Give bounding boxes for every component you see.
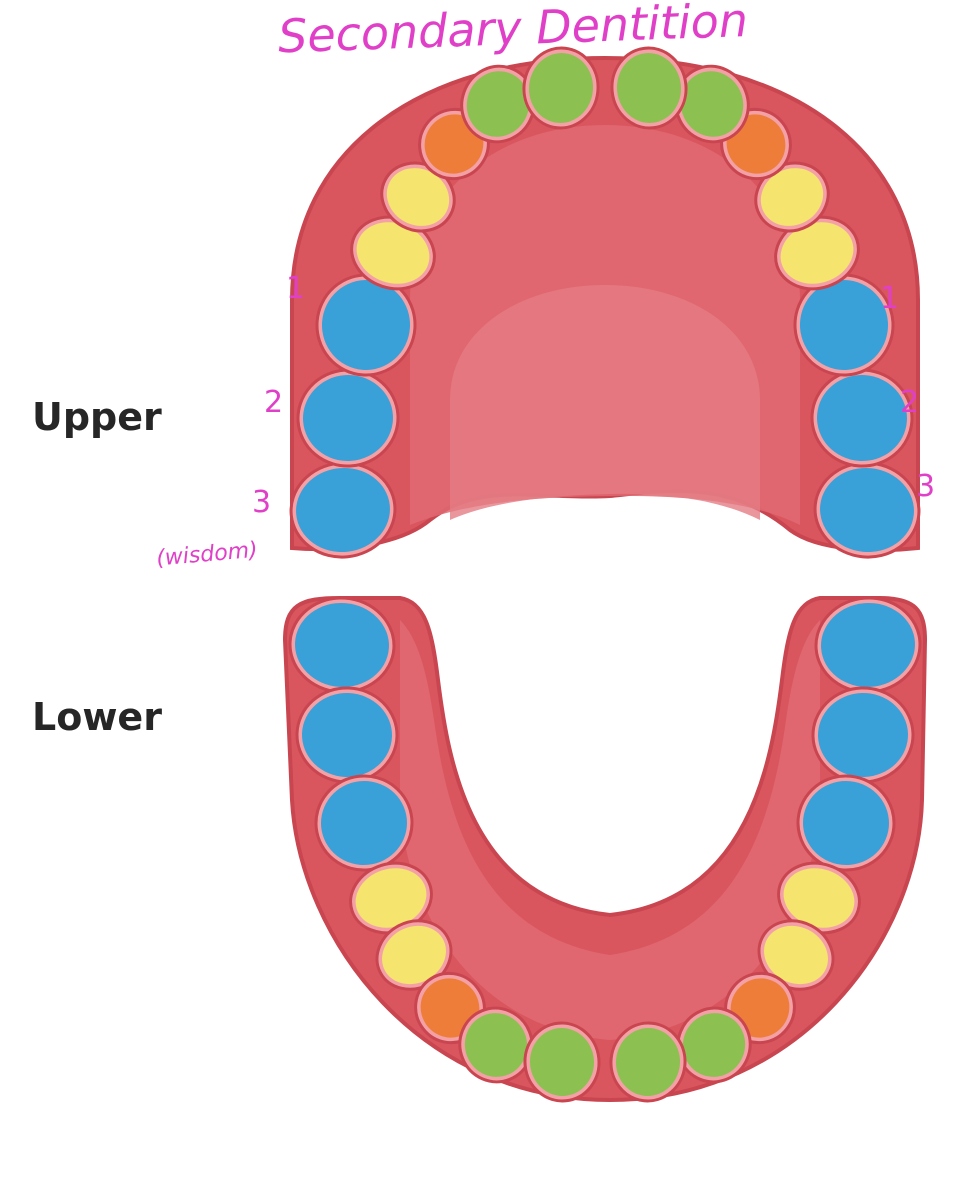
upper-left-tooth-8-incisor bbox=[522, 46, 600, 130]
upper-right-tooth-7-incisor bbox=[674, 64, 750, 144]
lower-right-tooth-8-incisor bbox=[609, 1021, 687, 1103]
lower-right-tooth-3-molar bbox=[796, 774, 896, 872]
lower-jaw bbox=[282, 596, 928, 1103]
upper-left-tooth-4-premolar bbox=[350, 215, 436, 291]
upper-left-tooth-3-molar bbox=[315, 273, 417, 377]
upper-left-tooth-2-molar bbox=[296, 368, 400, 468]
diagram-title: Secondary Dentition bbox=[277, 0, 749, 63]
lower-right-tooth-4-premolar bbox=[777, 861, 861, 935]
upper-right-tooth-3-molar bbox=[793, 273, 895, 377]
upper-right-tooth-4-premolar bbox=[774, 215, 860, 291]
upper-jaw-label: Upper bbox=[32, 395, 162, 439]
lower-left-tooth-2-molar bbox=[295, 686, 399, 784]
upper-teeth bbox=[289, 46, 921, 559]
lower-inner-gum bbox=[400, 620, 820, 1040]
wisdom-note: (wisdom) bbox=[155, 538, 258, 572]
lower-left-tooth-8-incisor bbox=[523, 1021, 601, 1103]
upper-jaw bbox=[289, 46, 921, 559]
lower-right-tooth-5-premolar bbox=[757, 919, 835, 991]
molar-3-left-label: 3 bbox=[252, 485, 271, 520]
molar-2-left-label: 2 bbox=[264, 385, 283, 420]
molar-1-right-label: 1 bbox=[880, 281, 899, 316]
molar-3-right-label: 3 bbox=[916, 469, 935, 504]
lower-right-tooth-1-molar bbox=[814, 596, 922, 694]
upper-palate bbox=[450, 285, 760, 520]
lower-left-tooth-7-incisor bbox=[458, 1006, 534, 1084]
upper-left-tooth-5-premolar bbox=[380, 161, 456, 233]
lower-right-tooth-7-incisor bbox=[676, 1006, 752, 1084]
lower-left-tooth-5-premolar bbox=[375, 919, 453, 991]
lower-jaw-label: Lower bbox=[32, 695, 162, 739]
molar-2-right-label: 2 bbox=[900, 385, 919, 420]
upper-right-tooth-5-premolar bbox=[754, 161, 830, 233]
upper-right-tooth-2-molar bbox=[810, 368, 914, 468]
upper-left-tooth-1-molar bbox=[289, 461, 397, 559]
lower-teeth bbox=[288, 596, 922, 1103]
upper-right-tooth-8-incisor bbox=[610, 46, 688, 130]
upper-right-tooth-1-molar bbox=[813, 461, 921, 559]
lower-left-tooth-3-molar bbox=[314, 774, 414, 872]
upper-left-tooth-7-incisor bbox=[460, 64, 536, 144]
lower-right-tooth-2-molar bbox=[811, 686, 915, 784]
molar-1-left-label: 1 bbox=[286, 271, 305, 306]
